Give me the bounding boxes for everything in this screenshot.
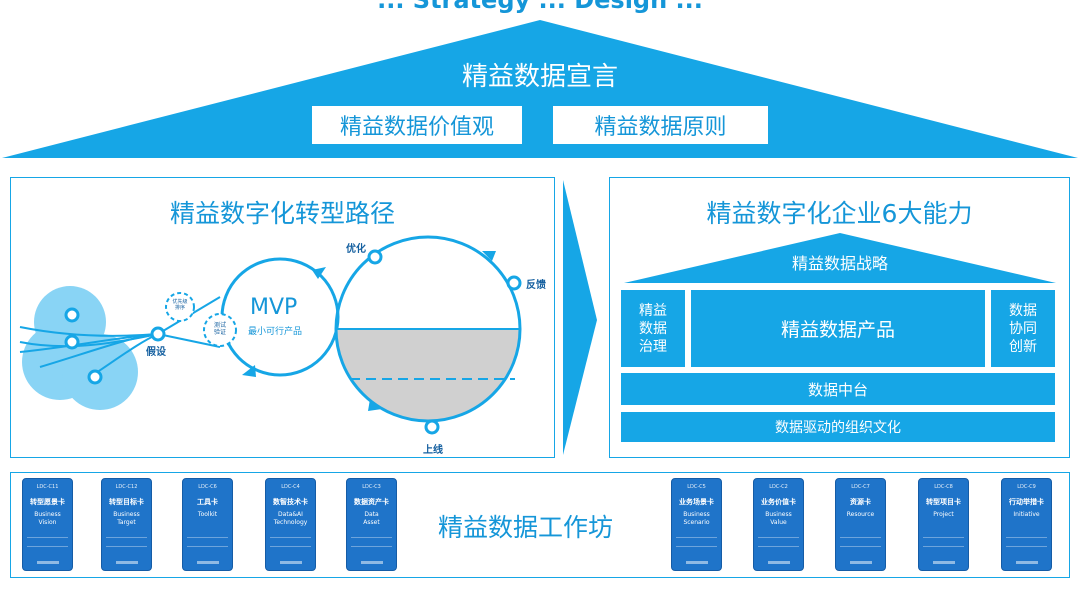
card-title: 业务价值卡 [761, 498, 796, 506]
workshop-card: LDC-C6 工具卡 Toolkit [182, 478, 233, 571]
governance-box: 精益 数据 治理 [621, 290, 685, 367]
strategy-label: 精益数据战略 [791, 254, 888, 273]
card-code: LDC-C4 [281, 484, 300, 490]
card-subtitle: Project [933, 511, 954, 518]
card-description-lines [923, 537, 964, 547]
transformation-diagram [19, 235, 522, 435]
card-subtitle: Business Scenario [683, 511, 710, 526]
workshop-card: LDC-C12 转型目标卡 Business Target [101, 478, 152, 571]
card-title: 资源卡 [850, 498, 871, 506]
hypothesis-bubbles [22, 286, 138, 410]
card-title: 业务场景卡 [679, 498, 714, 506]
mvp-sub-label: 最小可行产品 [248, 327, 303, 337]
card-title: 数据资产卡 [354, 498, 389, 506]
card-code: LDC-C6 [198, 484, 217, 490]
hypothesis-label: 假设 [146, 347, 166, 358]
card-footer [686, 561, 708, 564]
priority-node [165, 292, 195, 322]
card-subtitle: Toolkit [197, 511, 218, 518]
workshop-card: LDC-C3 数据资产卡 Data Asset [346, 478, 397, 571]
workshop-card: LDC-C9 行动举措卡 Initiative [1001, 478, 1052, 571]
card-footer [933, 561, 955, 564]
priority-label: 优先级 排序 [172, 299, 188, 311]
card-footer [280, 561, 302, 564]
card-code: LDC-C11 [36, 484, 59, 490]
mvp-label: MVP [250, 295, 298, 320]
card-footer [361, 561, 383, 564]
manifesto-title: 精益数据宣言 [461, 62, 618, 92]
workshop-card: LDC-C11 转型愿景卡 Business Vision [22, 478, 73, 571]
workshop-card: LDC-C5 业务场景卡 Business Scenario [671, 478, 722, 571]
card-subtitle: Business Target [113, 511, 140, 526]
workshop-title: 精益数据工作坊 [438, 513, 614, 542]
roof-shape [2, 20, 1078, 158]
card-title: 转型愿景卡 [30, 498, 65, 506]
card-title: 工具卡 [197, 498, 218, 506]
card-description-lines [1006, 537, 1047, 547]
card-code: LDC-C3 [362, 484, 381, 490]
card-title: 数智技术卡 [273, 498, 308, 506]
card-subtitle: Resource [846, 511, 875, 518]
platform-box: 数据中台 [621, 373, 1055, 405]
card-description-lines [758, 537, 799, 547]
test-node [203, 313, 237, 347]
card-subtitle: Data Asset [363, 511, 380, 526]
strategy-roof [624, 233, 1056, 283]
card-title: 行动举措卡 [1009, 498, 1044, 506]
card-footer [1016, 561, 1038, 564]
innovation-box: 数据 协同 创新 [991, 290, 1055, 367]
card-code: LDC-C12 [115, 484, 138, 490]
card-description-lines [106, 537, 147, 547]
card-footer [37, 561, 59, 564]
left-panel-title: 精益数字化转型路径 [169, 199, 395, 228]
card-description-lines [351, 537, 392, 547]
card-code: LDC-C5 [687, 484, 706, 490]
product-box: 精益数据产品 [691, 290, 985, 367]
card-description-lines [27, 537, 68, 547]
optimize-label: 优化 [346, 244, 366, 255]
values-box: 精益数据价值观 [312, 106, 522, 144]
card-code: LDC-C9 [1017, 484, 1036, 490]
card-description-lines [270, 537, 311, 547]
card-subtitle: Business Value [765, 511, 792, 526]
transition-arrow [563, 180, 597, 455]
culture-box: 数据驱动的组织文化 [621, 412, 1055, 442]
card-description-lines [676, 537, 717, 547]
card-subtitle: Initiative [1013, 511, 1040, 518]
card-subtitle: Data&AI Technology [273, 511, 308, 526]
workshop-card: LDC-C4 数智技术卡 Data&AI Technology [265, 478, 316, 571]
card-subtitle: Business Vision [34, 511, 61, 526]
card-description-lines [187, 537, 228, 547]
card-footer [768, 561, 790, 564]
card-title: 转型目标卡 [109, 498, 144, 506]
principles-box: 精益数据原则 [553, 106, 768, 144]
banner-top-title: ... Strategy ... Design ... [377, 0, 703, 14]
workshop-card: LDC-C2 业务价值卡 Business Value [753, 478, 804, 571]
card-footer [116, 561, 138, 564]
card-footer [850, 561, 872, 564]
workshop-card: LDC-C7 资源卡 Resource [835, 478, 886, 571]
card-code: LDC-C8 [934, 484, 953, 490]
workshop-card: LDC-C8 转型项目卡 Project [918, 478, 969, 571]
launch-label: 上线 [423, 445, 443, 456]
right-panel-title: 精益数字化企业6大能力 [706, 199, 973, 228]
card-title: 转型项目卡 [926, 498, 961, 506]
card-footer [197, 561, 219, 564]
card-code: LDC-C7 [851, 484, 870, 490]
card-description-lines [840, 537, 881, 547]
test-label: 测试 验证 [213, 322, 226, 336]
feedback-label: 反馈 [526, 280, 546, 291]
card-code: LDC-C2 [769, 484, 788, 490]
